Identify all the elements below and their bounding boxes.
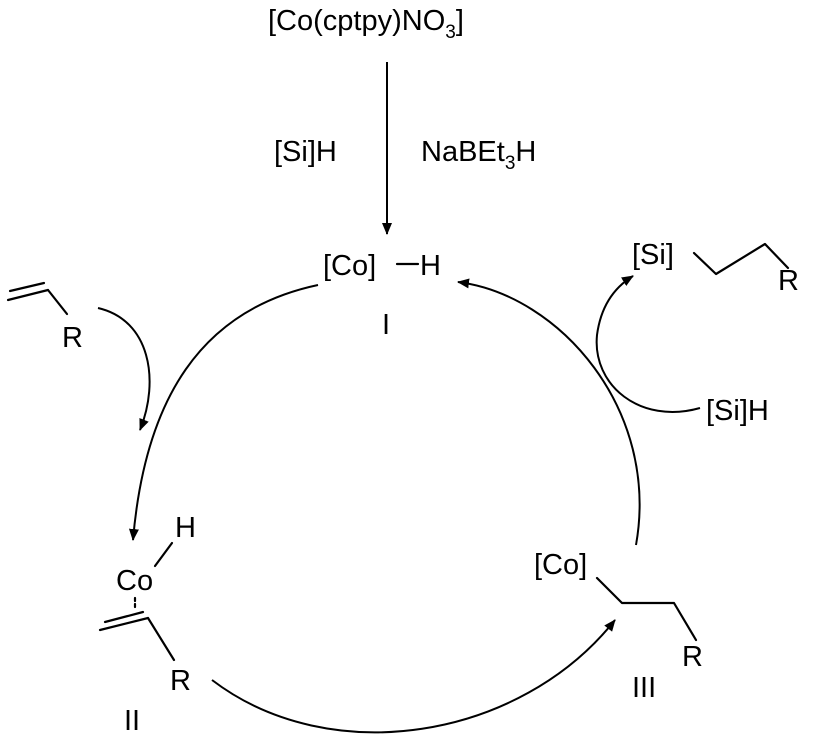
substrate-r-bond — [46, 288, 69, 316]
species-II-h-label: H — [175, 512, 196, 544]
species-II-r-bond — [146, 616, 176, 662]
activation-right-reagent: NaBEt3H — [421, 136, 536, 174]
species-III-co-label: [Co] — [534, 549, 587, 581]
species-II-r-label: R — [170, 665, 191, 697]
silane-release-arrow — [595, 275, 701, 413]
species-II-co-h-bond — [153, 541, 174, 568]
species-III-alkyl-chain — [595, 576, 698, 642]
silane-reagent-label: [Si]H — [706, 395, 769, 427]
cycle-arc-II-to-III — [211, 619, 616, 734]
precatalyst-label: [Co(cptpy)NO3] — [268, 5, 464, 43]
substrate-alkene-double-bond — [8, 281, 46, 293]
species-I-number: I — [382, 309, 390, 341]
activation-left-reagent: [Si]H — [274, 136, 337, 168]
species-II-co-label: Co — [116, 565, 153, 597]
substrate-alkene-bond — [6, 288, 50, 302]
substrate-entry-arrow — [97, 307, 151, 431]
product-r-label: R — [778, 265, 799, 297]
product-alkyl-chain — [692, 242, 790, 276]
species-II-alkene-bond — [98, 616, 150, 632]
product-si-label: [Si] — [632, 239, 674, 271]
species-II-number: II — [124, 705, 140, 737]
species-III-number: III — [632, 672, 656, 704]
substrate-r-label: R — [62, 322, 83, 354]
species-II-alkene-double-bond — [103, 610, 145, 624]
species-III-r-label: R — [682, 641, 703, 673]
species-I-h-label: H — [420, 250, 441, 282]
cycle-arc-III-to-I — [457, 278, 641, 546]
species-I-co-label: [Co] — [323, 250, 376, 282]
cycle-arc-I-to-II — [128, 284, 319, 541]
